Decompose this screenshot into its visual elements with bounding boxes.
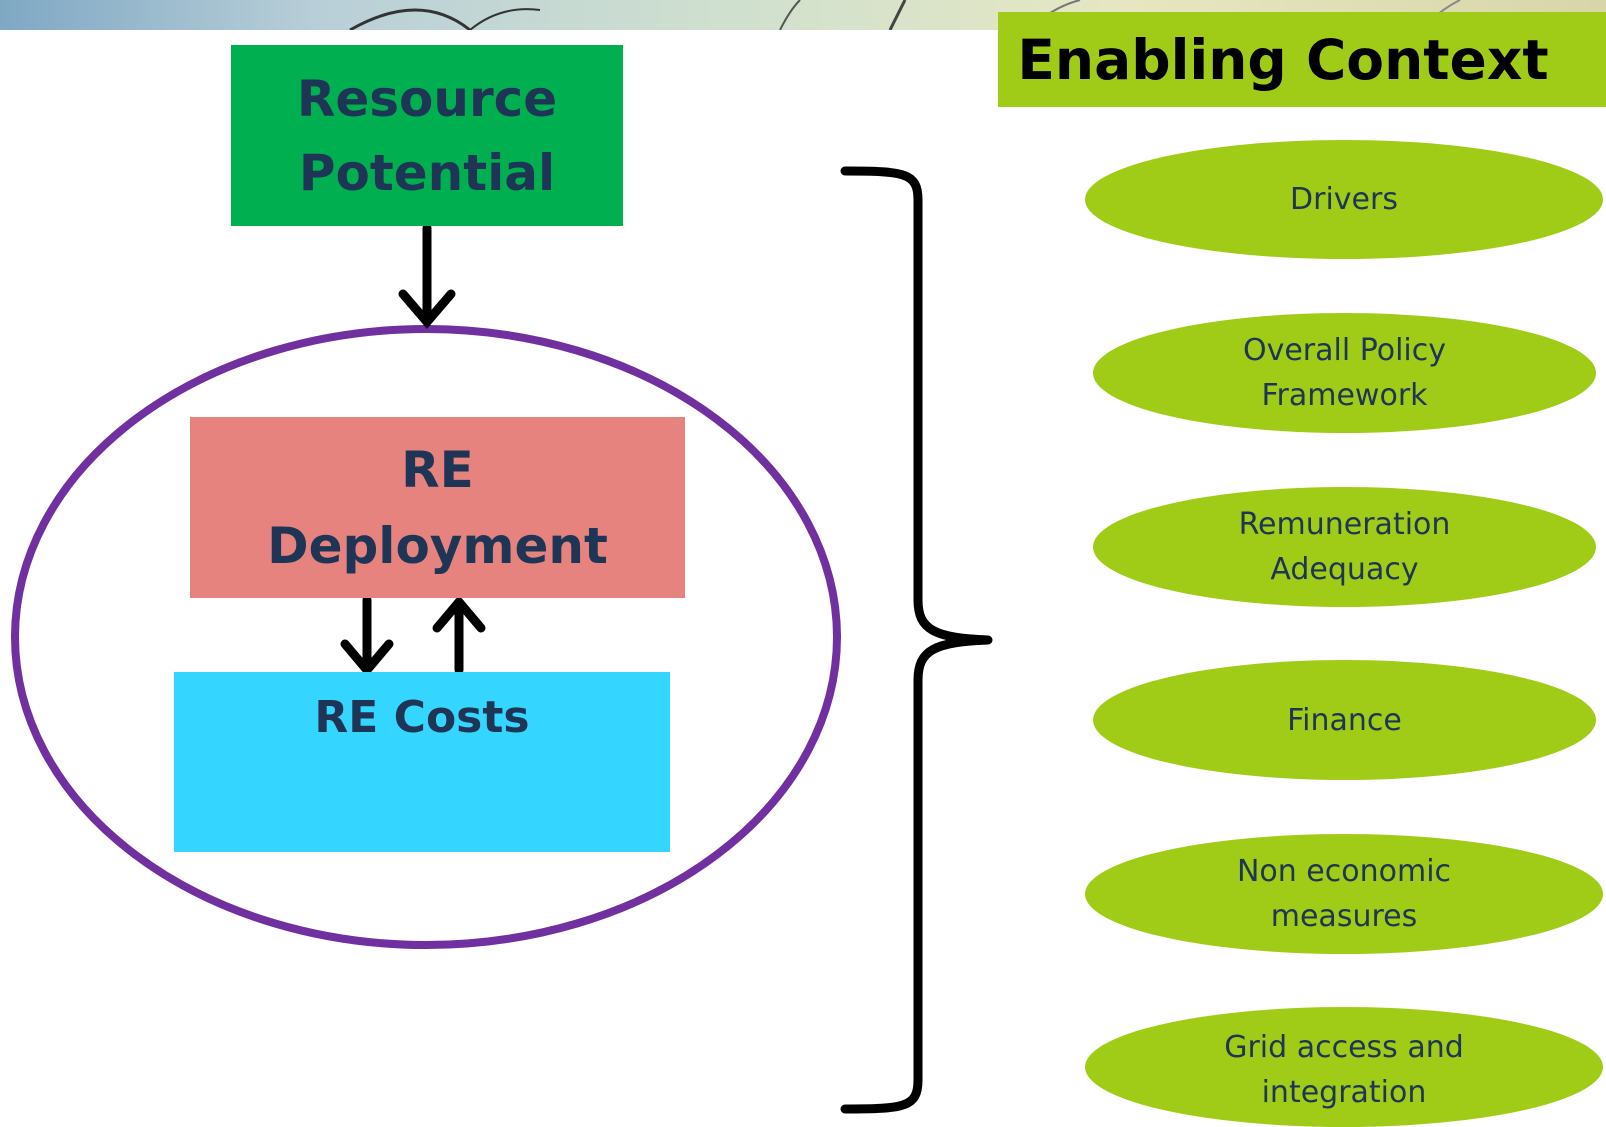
context-item-label: Finance bbox=[1287, 702, 1402, 738]
re-system-ellipse bbox=[11, 325, 841, 949]
resource-potential-box: Resource Potential bbox=[231, 45, 623, 226]
re-costs-box: RE Costs bbox=[174, 672, 670, 852]
arrow-deployment-to-costs bbox=[340, 595, 394, 677]
resource-line-2: Potential bbox=[298, 143, 556, 202]
context-item-label: measures bbox=[1270, 899, 1418, 934]
context-item-remuneration: Remuneration Adequacy bbox=[1093, 487, 1596, 607]
context-item-label: Adequacy bbox=[1270, 552, 1419, 587]
context-item-finance: Finance bbox=[1093, 660, 1596, 780]
enabling-context-title: Enabling Context bbox=[1017, 27, 1549, 92]
arrow-resource-to-deployment bbox=[398, 223, 456, 329]
context-item-policy-framework: Overall Policy Framework bbox=[1093, 313, 1596, 433]
context-item-drivers: Drivers bbox=[1085, 140, 1603, 259]
context-item-label: Framework bbox=[1261, 378, 1428, 413]
context-item-label: Drivers bbox=[1290, 182, 1398, 217]
re-deployment-box: RE Deployment bbox=[190, 417, 685, 598]
context-item-label: Grid access and bbox=[1224, 1030, 1464, 1065]
context-item-label: Remuneration bbox=[1238, 507, 1451, 542]
context-item-label: Non economic bbox=[1236, 854, 1452, 889]
resource-line-1: Resource bbox=[296, 69, 558, 128]
deployment-line-2: Deployment bbox=[267, 516, 608, 575]
context-item-label: Overall Policy bbox=[1242, 333, 1447, 368]
context-item-label: integration bbox=[1261, 1075, 1427, 1110]
deployment-line-1: RE bbox=[401, 440, 474, 499]
arrow-costs-to-deployment bbox=[432, 595, 486, 675]
enabling-context-header: Enabling Context bbox=[998, 12, 1606, 107]
context-brace bbox=[840, 166, 993, 1114]
context-item-non-economic: Non economic measures bbox=[1085, 834, 1603, 954]
context-item-grid-access: Grid access and integration bbox=[1085, 1007, 1603, 1127]
costs-label: RE Costs bbox=[314, 692, 530, 743]
